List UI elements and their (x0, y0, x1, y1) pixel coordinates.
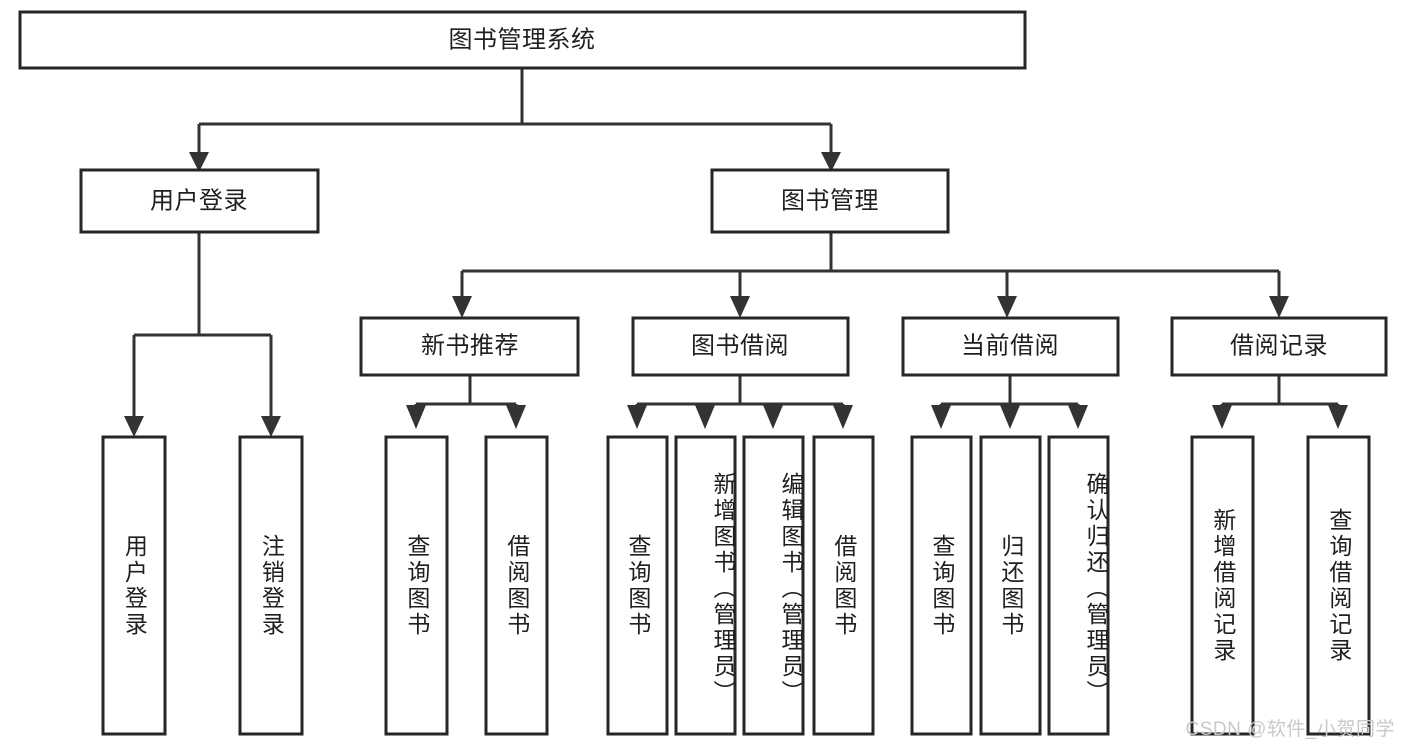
leaf-edit-book-box[interactable] (742, 435, 805, 736)
edges-group (124, 68, 1348, 437)
leaf-borrow-book-1-box[interactable] (484, 435, 549, 736)
arrow-bookborrow-to-leaf4 (833, 405, 853, 429)
arrow-userlogin-to-leaf2 (261, 416, 281, 437)
leaf-user-logout-box[interactable] (238, 435, 304, 736)
node-new-book-recommend-box[interactable] (359, 316, 580, 377)
leaf-query-book-1-box[interactable] (384, 435, 449, 736)
arrow-borrowrecord-to-leaf1 (1212, 405, 1232, 429)
node-current-borrow-label: 当前借阅 (961, 332, 1059, 359)
nodes-leaf-group (101, 435, 1371, 736)
node-book-borrow-label: 图书借阅 (691, 332, 789, 359)
arrow-currentborrow-to-leaf1 (931, 405, 951, 429)
csdn-watermark: CSDN @软件_小贺同学 (1185, 719, 1395, 740)
leaf-query-book-2-box[interactable] (606, 435, 669, 736)
leaf-add-record-box[interactable] (1190, 435, 1255, 736)
arrow-newbook-to-leaf1 (406, 405, 426, 429)
arrow-bookmanage-to-l3c (997, 296, 1017, 318)
arrow-bookmanage-to-l3a (452, 296, 472, 318)
leaf-borrow-book-2-box[interactable] (812, 435, 875, 736)
arrow-bookborrow-to-leaf3 (763, 405, 783, 429)
arrow-userlogin-to-leaf1 (124, 416, 144, 437)
node-system-box[interactable] (18, 10, 1027, 70)
arrow-bookmanage-to-l3d (1269, 296, 1289, 318)
node-current-borrow-box[interactable] (901, 316, 1120, 377)
node-new-book-recommend-label: 新书推荐 (421, 332, 519, 359)
arrow-newbook-to-leaf2 (506, 405, 526, 429)
node-book-manage-label: 图书管理 (781, 187, 879, 214)
leaf-add-book-box[interactable] (674, 435, 737, 736)
node-borrow-record-label: 借阅记录 (1230, 332, 1328, 359)
arrow-bookborrow-to-leaf2 (695, 405, 715, 429)
arrow-bookmanage-to-l3b (730, 296, 750, 318)
arrow-root-to-book-manage (821, 152, 841, 172)
node-user-login-box[interactable] (79, 168, 320, 234)
node-system-label: 图书管理系统 (449, 26, 596, 53)
leaf-confirm-return-box[interactable] (1047, 435, 1110, 736)
arrow-bookborrow-to-leaf1 (627, 405, 647, 429)
nodes-horizontal-group: 图书管理系统 用户登录 图书管理 新书推荐 图书借阅 当前借阅 借阅记录 (18, 10, 1388, 377)
leaf-query-book-3-box[interactable] (910, 435, 973, 736)
arrow-currentborrow-to-leaf3 (1068, 405, 1088, 429)
leaf-return-book-box[interactable] (979, 435, 1042, 736)
arrow-root-to-user-login (189, 152, 209, 172)
node-book-manage-box[interactable] (710, 168, 950, 234)
node-book-borrow-box[interactable] (631, 316, 850, 377)
arrow-borrowrecord-to-leaf2 (1328, 405, 1348, 429)
leaf-user-login-box[interactable] (101, 435, 167, 736)
node-user-login-label: 用户登录 (150, 187, 248, 214)
arrow-currentborrow-to-leaf2 (1000, 405, 1020, 429)
node-borrow-record-box[interactable] (1170, 316, 1388, 377)
leaf-query-record-box[interactable] (1306, 435, 1371, 736)
